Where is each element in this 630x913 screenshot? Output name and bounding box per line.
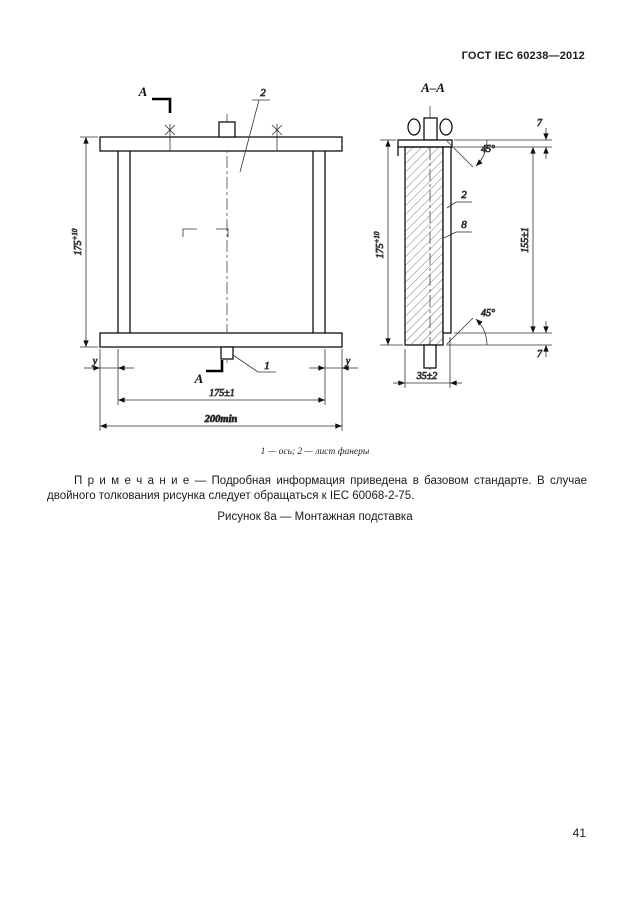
dim-front-outer-width: 200min [204, 414, 238, 425]
dim-bottom-chamfer: 7 [537, 349, 543, 360]
section-cut-bottom: А [194, 360, 224, 386]
chamfer-bottom: 45° [446, 308, 495, 346]
angle-label-top: 45° [481, 144, 495, 155]
technical-drawing: А А 2 1 175+10 [71, 80, 552, 431]
dim-top-chamfer: 7 [537, 118, 543, 129]
back-plate [442, 146, 452, 334]
section-letter-bottom: А [194, 371, 204, 386]
plywood-sheet-section [404, 146, 444, 346]
leader-plywood-sheet: 2 [239, 87, 270, 173]
leader-diameter: 8 [443, 219, 472, 239]
axis-stem [423, 344, 437, 369]
figure-note: П р и м е ч а н и е — Подробная информац… [47, 475, 587, 502]
front-center-marks [182, 228, 229, 237]
page-number: 41 [572, 826, 586, 840]
front-bolt-left [164, 124, 176, 151]
front-bolt-right [271, 124, 283, 151]
front-bottom-axle [220, 346, 234, 360]
chamfer-top: 45° [446, 139, 495, 168]
figure-legend: 1 — ось; 2 — лист фанеры [260, 447, 370, 457]
section-view: А–А 45° 45° [373, 80, 552, 388]
dim-y-left: y [92, 356, 98, 367]
section-view-title: А–А [420, 80, 445, 95]
dim-section-width: 35±2 [416, 371, 438, 382]
angle-label-bottom: 45° [481, 308, 495, 319]
part-label-sheet: 2 [260, 87, 266, 99]
front-view: А А 2 1 175+10 [71, 84, 358, 431]
front-dimensions: 175+10 y y 175±1 20 [71, 136, 358, 431]
dim-front-inner-width: 175±1 [209, 388, 235, 399]
wing-nut [407, 117, 453, 141]
label-diameter: 8 [461, 219, 467, 231]
label-thickness: 2 [461, 189, 467, 201]
document-header: ГОСТ IEC 60238—2012 [461, 50, 585, 62]
section-dimensions: 175+10 155±1 7 7 [373, 118, 552, 388]
part-label-axis: 1 [264, 360, 270, 372]
leader-thickness: 2 [446, 189, 472, 209]
leader-axis: 1 [232, 354, 276, 373]
front-frame [99, 136, 343, 348]
dim-y-right: y [345, 356, 351, 367]
dim-front-height: 175+10 [71, 228, 84, 255]
front-top-axle [218, 121, 236, 138]
section-letter-top: А [138, 84, 148, 99]
figure-caption: Рисунок 8а — Монтажная подставка [217, 511, 413, 523]
dim-right-height: 155±1 [520, 227, 531, 253]
section-cut-top: А [138, 84, 172, 113]
dim-section-height: 175+10 [373, 231, 386, 258]
